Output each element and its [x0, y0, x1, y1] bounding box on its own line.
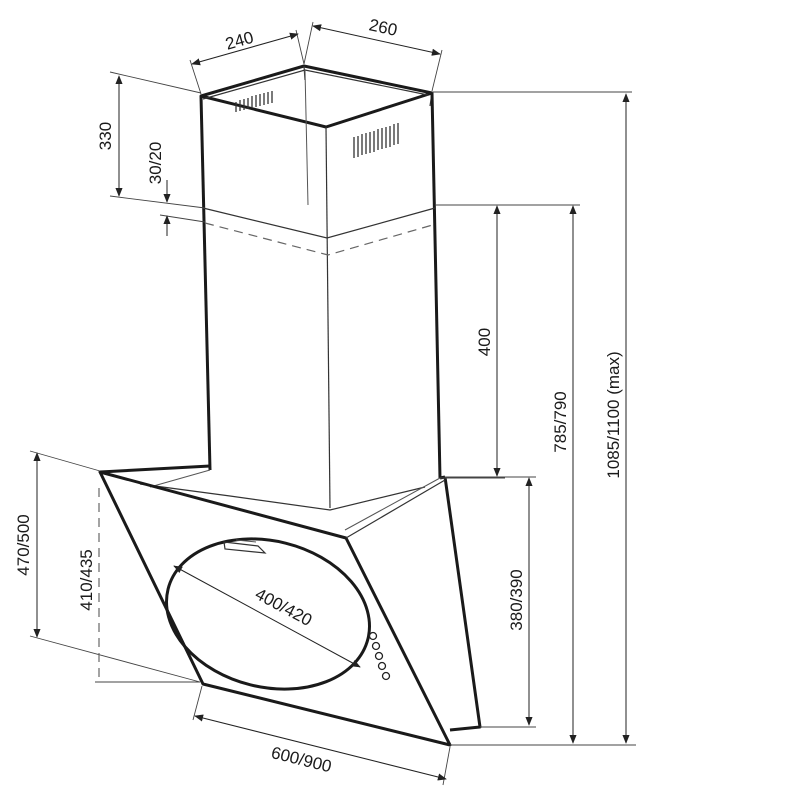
dim-410-435: 410/435 — [77, 488, 200, 683]
vent-left — [235, 91, 273, 112]
chimney-front-edge — [325, 126, 331, 509]
control-panel — [368, 631, 391, 681]
dim-470-500: 470/500 — [14, 450, 201, 683]
vent-right — [353, 123, 399, 158]
dim-total-height: 1085/1100 (max) — [432, 91, 636, 746]
dim-380-390: 380/390 — [445, 476, 536, 728]
dim-470-500-label: 470/500 — [14, 514, 33, 575]
control-button-1[interactable] — [368, 631, 378, 641]
chimney-right-edge — [430, 92, 442, 479]
dim-785-790: 785/790 — [440, 204, 580, 746]
dim-400: 400 — [436, 204, 505, 479]
dim-240-label: 240 — [223, 28, 256, 54]
dim-330: 330 — [96, 71, 206, 209]
dim-400-label: 400 — [475, 328, 494, 356]
dim-400-420: 400/420 — [173, 565, 361, 668]
control-button-3[interactable] — [374, 651, 384, 661]
body-side — [443, 476, 482, 732]
dim-400-420-label: 400/420 — [252, 584, 315, 630]
control-button-4[interactable] — [377, 661, 387, 671]
dim-30-20-label: 30/20 — [146, 142, 165, 185]
chimney — [199, 64, 442, 509]
dim-410-435-label: 410/435 — [77, 549, 96, 610]
control-button-2[interactable] — [371, 641, 381, 651]
chimney-left-edge — [199, 95, 212, 471]
chimney-joint-hidden — [204, 222, 437, 256]
chimney-joint — [202, 207, 436, 239]
chimney-top-rim — [199, 64, 434, 129]
dim-785-790-label: 785/790 — [551, 391, 570, 452]
fan-opening — [165, 537, 371, 691]
dim-330-label: 330 — [96, 122, 115, 150]
control-button-5[interactable] — [381, 671, 391, 681]
dim-30-20: 30/20 — [146, 142, 206, 236]
dim-380-390-label: 380/390 — [507, 569, 526, 630]
dim-total-height-label: 1085/1100 (max) — [604, 351, 623, 478]
dim-260-label: 260 — [367, 15, 399, 39]
